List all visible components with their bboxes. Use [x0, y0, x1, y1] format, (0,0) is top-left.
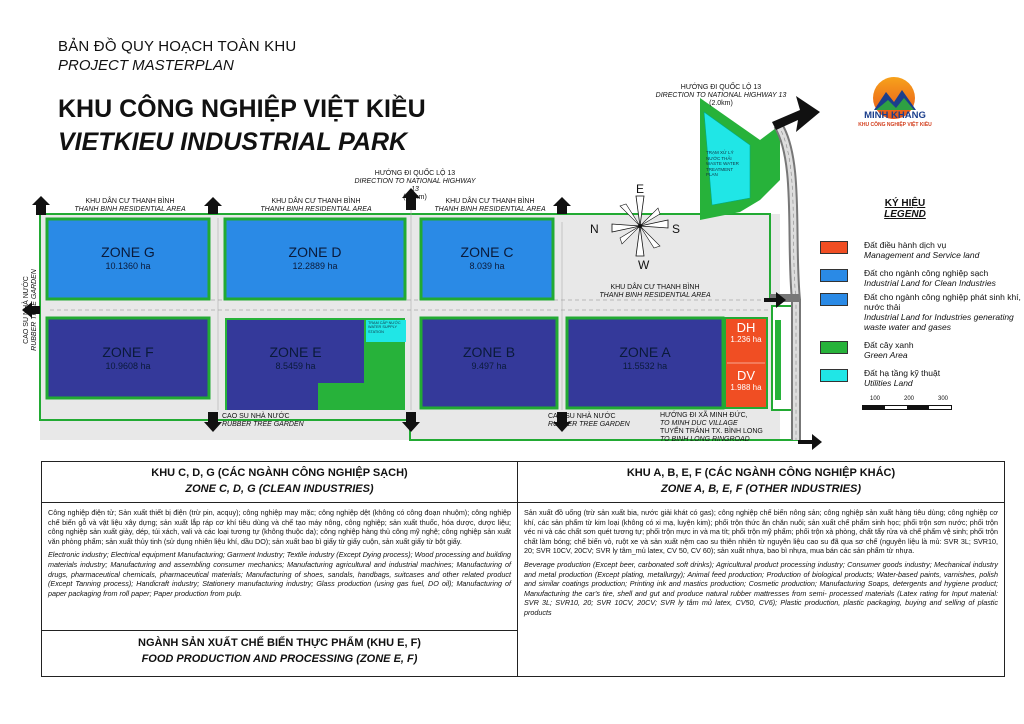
zone-e[interactable] [227, 320, 364, 410]
right-body: Sản xuất đồ uống (trừ sản xuất bia, nước… [524, 508, 998, 617]
water-supply-station [366, 320, 406, 342]
left-subheader: NGÀNH SẢN XUẤT CHẾ BIẾN THỰC PHẨM (KHU E… [42, 630, 517, 677]
arrow-highway-top-icon [772, 96, 820, 132]
page-title-en: VIETKIEU INDUSTRIAL PARK [58, 128, 408, 156]
logo-tagline: KHU CÔNG NGHIỆP VIỆT KIỀU [858, 122, 932, 128]
right-header: KHU A, B, E, F (CÁC NGÀNH CÔNG NGHIỆP KH… [518, 462, 1004, 503]
arrow-highway-mid-icon [402, 188, 420, 210]
logo-name: MINH KHANG [864, 110, 926, 121]
compass-rose-icon [611, 195, 669, 257]
left-header: KHU C, D, G (CÁC NGÀNH CÔNG NGHIỆP SẠCH)… [42, 462, 517, 503]
scale-bar: 100 200 300 [862, 396, 952, 416]
left-body: Công nghiệp điện tử; Sản xuất thiết bị đ… [48, 508, 511, 598]
industries-table: KHU C, D, G (CÁC NGÀNH CÔNG NGHIỆP SẠCH)… [41, 461, 1005, 677]
compass-w: W [638, 258, 650, 272]
compass-s: S [672, 222, 681, 236]
logo-mark-icon [873, 77, 916, 119]
compass-e: E [636, 182, 645, 196]
wastewater-treatment-plant [703, 111, 751, 206]
table-left-column: KHU C, D, G (CÁC NGÀNH CÔNG NGHIỆP SẠCH)… [42, 462, 518, 676]
table-right-column: KHU A, B, E, F (CÁC NGÀNH CÔNG NGHIỆP KH… [518, 462, 1004, 676]
logo: MINH KHANG KHU CÔNG NGHIỆP VIỆT KIỀU [840, 76, 960, 156]
label-minh-duc: HƯỚNG ĐI XÃ MINH ĐỨC,TO MINH DUC VILLAGE… [660, 412, 763, 443]
header-line1: BẢN ĐỒ QUY HOẠCH TOÀN KHU [58, 38, 297, 55]
arrow-res-icon [204, 197, 571, 214]
page-title-vi: KHU CÔNG NGHIỆP VIỆT KIỀU [58, 95, 426, 123]
zone-d[interactable] [223, 217, 407, 301]
arrow-west-icon [32, 196, 50, 215]
compass-n: N [590, 222, 599, 236]
zone-g[interactable] [45, 217, 211, 301]
arrow-left-icon [22, 302, 40, 318]
zone-f[interactable] [45, 316, 211, 400]
arrow-east-icon [764, 292, 822, 450]
header-line2: PROJECT MASTERPLAN [58, 57, 234, 74]
masterplan-map [22, 96, 822, 450]
zone-b[interactable] [419, 316, 559, 410]
arrow-south-icon [204, 412, 571, 432]
zone-a[interactable] [565, 316, 725, 410]
legend-title: KÝ HIỆU LEGEND [884, 198, 926, 220]
zone-c[interactable] [419, 217, 555, 301]
